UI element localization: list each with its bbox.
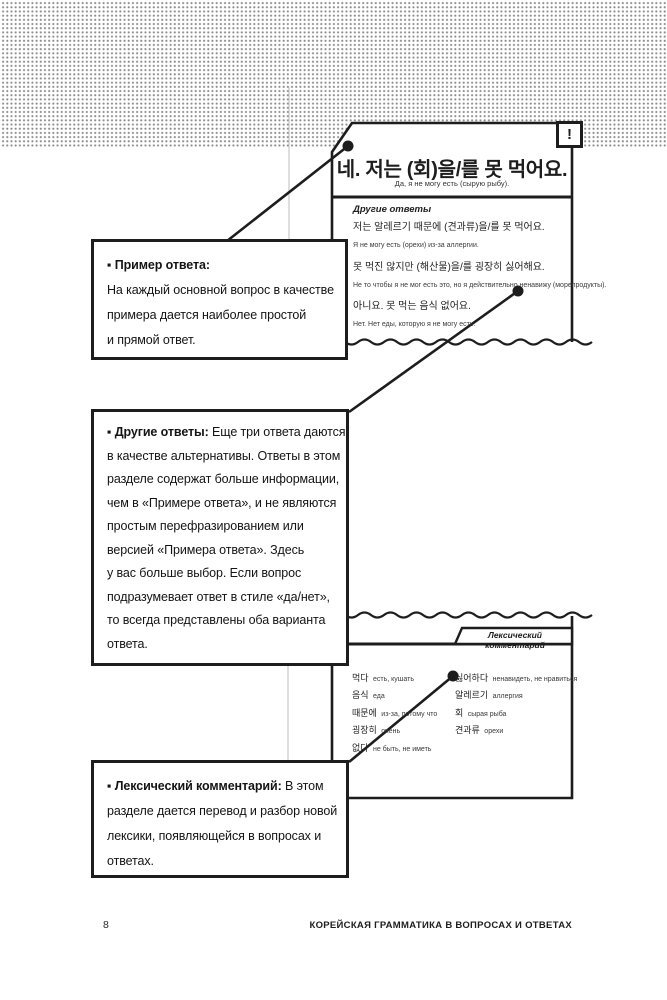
example-panel-fill xyxy=(332,123,572,345)
vocab-entry: 음식 еда xyxy=(352,685,437,702)
connector-line-lexical xyxy=(348,674,454,764)
vocab-russian: ненавидеть, не нравиться xyxy=(492,676,578,683)
vocab-korean: 견과류 xyxy=(455,725,480,736)
exclamation-badge: ! xyxy=(556,121,583,148)
vocab-russian: сырая рыба xyxy=(467,710,507,718)
answer-russian: Не то чтобы я не мог есть это, но я дейс… xyxy=(353,282,607,289)
vocab-korean: 먹다 xyxy=(352,673,369,683)
torn-edge-vocab-panel xyxy=(331,611,593,619)
callout-line: ответа. xyxy=(107,636,148,651)
callout-line: и прямой ответ. xyxy=(107,333,196,347)
callout-lead: ▪ Лексический комментарий: xyxy=(107,779,282,793)
callout-example-answer: ▪ Пример ответа: На каждый основной вопр… xyxy=(91,239,348,360)
connector-dot-example xyxy=(342,140,354,152)
vocab-entry: 견과류 орехи xyxy=(455,720,577,737)
vocab-column-left: 먹다 есть, кушать 음식 еда 때문에 из-за, потому… xyxy=(352,668,437,755)
callout-line: в качестве альтернативы. Ответы в этом xyxy=(107,448,341,463)
callout-line: примера дается наиболее простой xyxy=(107,308,307,322)
callout-line: подразумевает ответ в стиле «да/нет», xyxy=(107,589,330,604)
callout-lexical-comment: ▪ Лексический комментарий: В этом раздел… xyxy=(91,760,349,878)
callout-line: ответах. xyxy=(107,854,154,868)
vocab-entry: 없다 не быть, не иметь xyxy=(352,738,437,755)
vocab-entry: 때문에 из-за, потому что xyxy=(352,703,437,720)
answer-korean: 아니요. 못 먹는 음식 없어요. xyxy=(353,301,471,312)
connector-line-other-answers xyxy=(348,289,519,414)
russian-subtitle: Да, я не могу есть (сырую рыбу). xyxy=(394,179,510,188)
vocab-russian: очень xyxy=(381,728,401,736)
answer-korean: 저는 알레르기 때문에 (견과류)을/를 못 먹어요. xyxy=(353,222,545,233)
connector-dot-other-answers xyxy=(512,285,524,297)
vocab-entry: 회 сырая рыба xyxy=(455,703,577,720)
other-answers-heading: Другие ответы xyxy=(353,204,432,215)
vocab-korean: 알레르기 xyxy=(455,690,489,701)
running-footer-title: КОРЕЙСКАЯ ГРАММАТИКА В ВОПРОСАХ И ОТВЕТА… xyxy=(309,920,572,931)
vocab-korean: 회 xyxy=(455,707,464,718)
vocab-russian: еда xyxy=(373,693,385,701)
callout-line: разделе дается перевод и разбор новой xyxy=(107,804,338,818)
answer-item: 저는 알레르기 때문에 (견과류)을/를 못 먹어요. Я не могу ес… xyxy=(353,222,545,250)
vocab-panel-border xyxy=(330,616,574,800)
answer-russian: Я не могу есть (орехи) из-за аллергии. xyxy=(353,242,479,249)
vocab-tab-label: Лексический комментарий xyxy=(485,630,545,650)
vocab-korean: 싫어하다 xyxy=(455,673,489,683)
vocab-korean: 때문에 xyxy=(352,707,377,718)
connector-line-example xyxy=(226,144,349,243)
vocab-russian: орехи xyxy=(484,728,504,736)
answer-russian: Нет. Нет еды, которую я не могу есть. xyxy=(353,321,476,328)
exclamation-glyph: ! xyxy=(567,126,572,143)
callout-line: простым перефразированием или xyxy=(107,519,304,533)
callout-line: ▪ Лексический комментарий: В этом xyxy=(107,779,324,793)
vocab-column-right: 싫어하다 ненавидеть, не нравиться 알레르기 аллер… xyxy=(455,668,577,738)
callout-line: лексики, появляющейся в вопросах и xyxy=(107,829,322,843)
vocab-korean: 음식 xyxy=(352,690,369,701)
vocab-tab-shape xyxy=(453,626,574,646)
page-number: 8 xyxy=(103,919,109,931)
callout-line: ▪ Другие ответы: Еще три ответа даются xyxy=(107,425,346,439)
callout-line: у вас больше выбор. Если вопрос xyxy=(107,566,302,580)
vocab-russian: аллергия xyxy=(492,693,523,701)
callout-line: чем в «Примере ответа», и не являются xyxy=(107,495,337,510)
answer-korean: 못 먹진 않지만 (해산물)을/를 굉장히 싫어해요. xyxy=(353,262,545,273)
answer-item: 못 먹진 않지만 (해산물)을/를 굉장히 싫어해요. Не то чтобы … xyxy=(353,262,606,290)
connector-dot-lexical xyxy=(447,670,459,682)
vocab-entry: 싫어하다 ненавидеть, не нравиться xyxy=(455,668,577,685)
vocab-korean: 없다 xyxy=(352,742,369,753)
callout-line: версией «Примера ответа». Здесь xyxy=(107,542,305,557)
vocab-russian: не быть, не иметь xyxy=(373,745,432,753)
vocab-korean: 굉장히 xyxy=(352,725,377,736)
korean-example-answer: 네. 저는 (회)을/를 못 먹어요. xyxy=(336,159,568,181)
callout-other-answers: ▪ Другие ответы: Еще три ответа даются в… xyxy=(91,409,349,666)
callout-line: разделе содержат больше информации, xyxy=(107,472,340,486)
callout-lead: ▪ Другие ответы: xyxy=(107,425,209,439)
vocab-entry: 먹다 есть, кушать xyxy=(352,668,437,685)
answer-item: 아니요. 못 먹는 음식 없어요. Нет. Нет еды, которую … xyxy=(353,301,475,329)
torn-edge-top-panel xyxy=(331,338,593,346)
callout-line: то всегда представлены оба варианта xyxy=(107,613,326,627)
callout-line: На каждый основной вопрос в качестве xyxy=(107,283,334,297)
vocab-russian: есть, кушать xyxy=(373,676,415,683)
vocab-entry: 알레르기 аллергия xyxy=(455,685,577,702)
callout-line: ▪ Пример ответа: xyxy=(107,253,332,278)
vocab-russian: из-за, потому что xyxy=(381,710,438,718)
vocab-entry: 굉장히 очень xyxy=(352,720,437,737)
callout-lead: ▪ Пример ответа: xyxy=(107,258,210,272)
